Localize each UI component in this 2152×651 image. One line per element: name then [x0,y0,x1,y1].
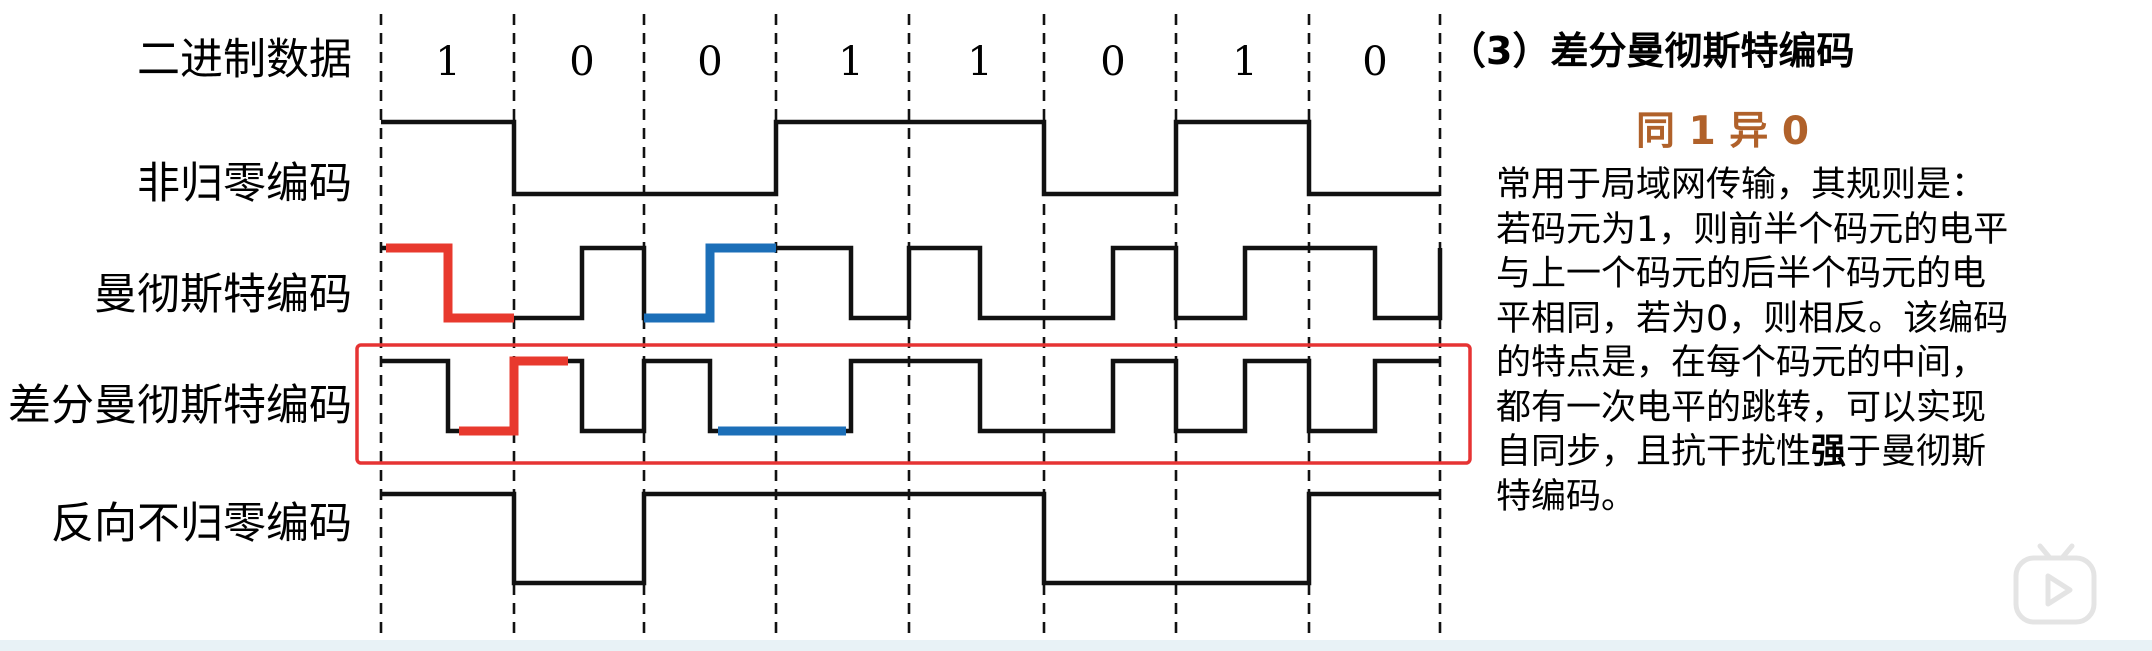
bit-value: 0 [569,39,594,85]
row-label-nrz: 非归零编码 [137,159,352,209]
description-line: 的特点是，在每个码元的中间， [1496,343,1987,383]
diff-manchester-red-highlight [459,356,568,436]
row-label-diff-manchester: 差分曼彻斯特编码 [8,381,352,431]
description-line: 都有一次电平的跳转，可以实现 [1496,387,1987,428]
encoding-diagram: 二进制数据 非归零编码 曼彻斯特编码 差分曼彻斯特编码 反向不归零编码 1 0 … [8,14,1472,640]
nrzi-waveform [381,491,1440,586]
bit-value: 0 [1100,39,1125,85]
section-title: （3）差分曼彻斯特编码 [1448,29,1855,73]
bit-values: 1 0 0 1 1 0 1 0 [435,39,1387,85]
rule-subtitle: 同 1 异 0 [1636,109,1810,154]
diff-manchester-waveform [381,358,1440,434]
description-line: 自同步，且抗干扰性强于曼彻斯 [1496,430,2096,475]
bit-boundary-grid [379,14,1442,640]
bit-value: 1 [967,39,992,85]
row-label-binary: 二进制数据 [137,35,352,85]
bit-value: 1 [435,39,460,85]
description-line: 特编码。 [1496,476,1637,517]
description-line: 常用于局域网传输，其规则是： [1496,165,1987,205]
manchester-waveform [381,245,1443,321]
diff-manchester-highlight-box [355,343,1472,465]
manchester-red-highlight [386,243,514,323]
tv-play-icon [2013,543,2097,625]
description-text: 常用于局域网传输，其规则是： 若码元为1，则前半个码元的电平 与上一个码元的后半… [1496,163,2096,519]
bit-value: 1 [838,39,863,85]
row-label-manchester: 曼彻斯特编码 [94,270,352,320]
bit-value: 0 [1362,39,1387,85]
nrz-waveform [381,119,1440,197]
bottom-strip [0,640,2152,651]
bit-value: 1 [1232,39,1257,85]
bit-value: 0 [697,39,722,85]
description-line: 与上一个码元的后半个码元的电 [1496,254,1987,294]
row-label-nrzi: 反向不归零编码 [51,499,352,549]
emphasis-text: 强 [1811,432,1847,472]
manchester-blue-highlight [644,243,776,323]
description-line: 若码元为1，则前半个码元的电平 [1496,209,2009,250]
description-line: 平相同，若为0，则相反。该编码 [1496,298,2009,339]
description-text-part: 于曼彻斯 [1846,432,1987,472]
description-text-part: 自同步，且抗干扰性 [1496,432,1812,472]
